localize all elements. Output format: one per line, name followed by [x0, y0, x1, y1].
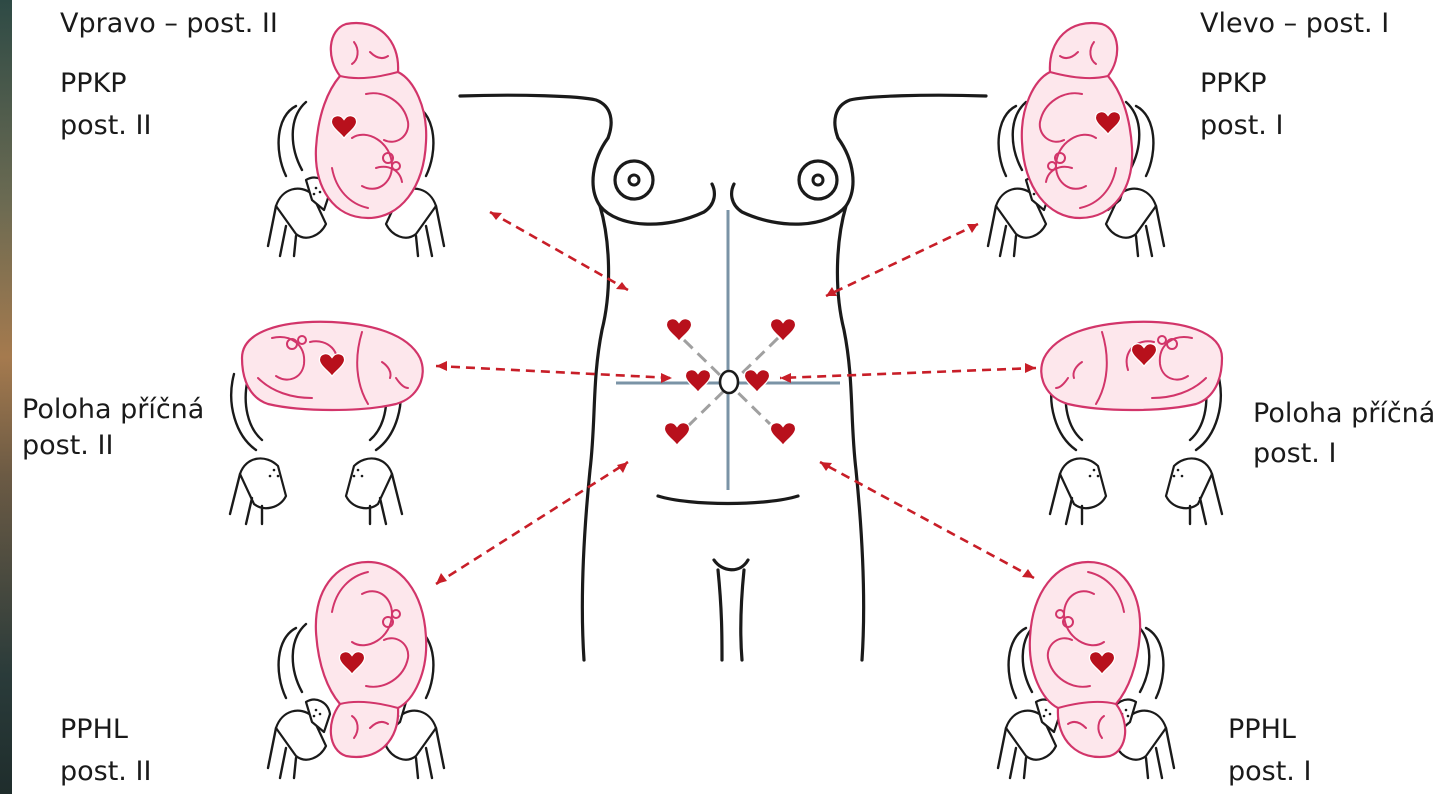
heart-mid-left [744, 370, 769, 393]
heart-upper-left [770, 319, 795, 342]
heart-mid-right [685, 370, 710, 393]
fetus-figure-ppkp-left [316, 23, 426, 218]
arrow-bottom-left [436, 462, 628, 584]
fetus-figure-transverse-right [1041, 322, 1222, 410]
fetus-figure-ppkp-right [1022, 23, 1132, 218]
heart-lower-left [770, 423, 795, 446]
arrow-bottom-right [820, 462, 1034, 578]
arrow-mid-left [436, 366, 672, 378]
fetus-figure-transverse-left [242, 322, 423, 410]
abdominal-axes [616, 210, 840, 490]
arrow-mid-right [780, 368, 1036, 378]
position-arrows [436, 212, 1036, 584]
heart-upper-right [666, 319, 691, 342]
arrow-top-right [826, 224, 978, 296]
heart-lower-right [664, 423, 689, 446]
